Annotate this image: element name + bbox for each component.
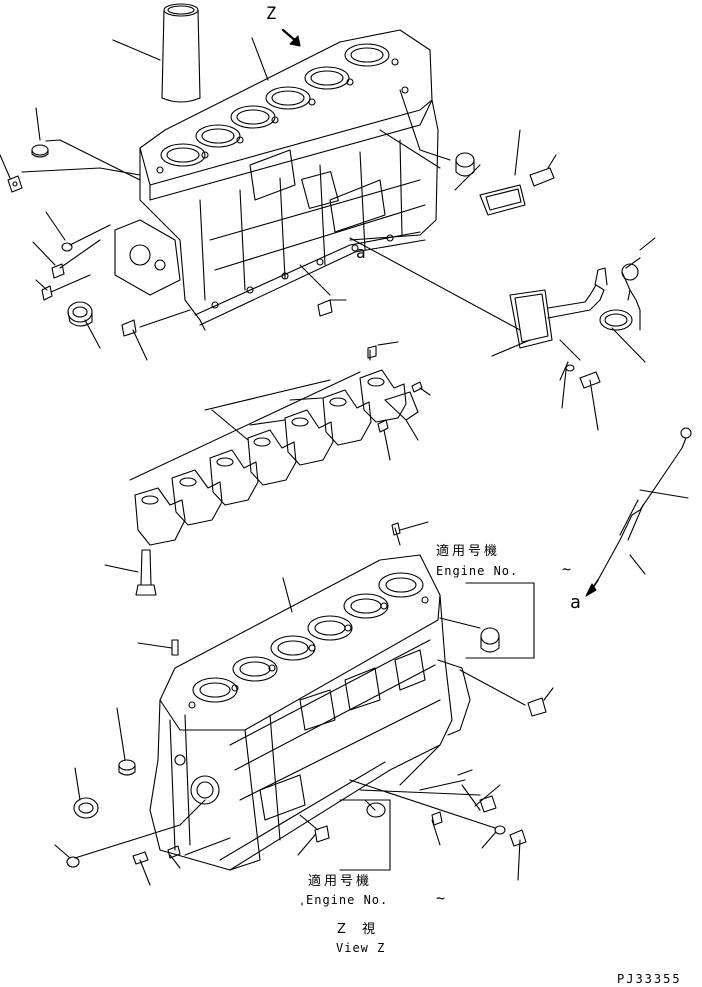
serial-box-lower bbox=[339, 799, 391, 871]
view-marker-label: Z bbox=[266, 4, 277, 24]
view-caption-jp: Z 視 bbox=[337, 922, 382, 937]
leader-lines-bottom bbox=[54, 521, 554, 886]
leader-lines-top bbox=[0, 37, 347, 361]
oil-filler-assembly bbox=[491, 237, 656, 431]
serial-range-upper: ~ bbox=[562, 560, 572, 578]
serial-range-lower: ~ bbox=[436, 889, 446, 907]
serial-label-upper-en: Engine No. bbox=[436, 564, 519, 578]
serial-label-upper-jp: 適用号機 bbox=[436, 544, 501, 559]
drawing-number: PJ33355 bbox=[617, 972, 682, 986]
serial-label-lower-en: Engine No. bbox=[306, 893, 389, 907]
small-parts-left bbox=[7, 144, 333, 337]
cylinder-block-top bbox=[114, 29, 439, 331]
cylinder-block-bottom bbox=[149, 554, 471, 871]
main-bearing-caps bbox=[129, 341, 431, 546]
view-caption-en: View Z bbox=[336, 941, 386, 955]
small-parts-top-right bbox=[349, 89, 557, 331]
reference-label-dipstick: a bbox=[570, 592, 581, 613]
view-z-arrow bbox=[281, 28, 301, 47]
cylinder-liner bbox=[161, 3, 201, 103]
serial-box-upper bbox=[465, 582, 535, 659]
dipstick bbox=[585, 427, 692, 597]
main-bearing-bolt bbox=[104, 549, 157, 596]
serial-label-lower-jp: 適用号機 bbox=[308, 874, 373, 889]
reference-label-top: a bbox=[356, 243, 366, 262]
